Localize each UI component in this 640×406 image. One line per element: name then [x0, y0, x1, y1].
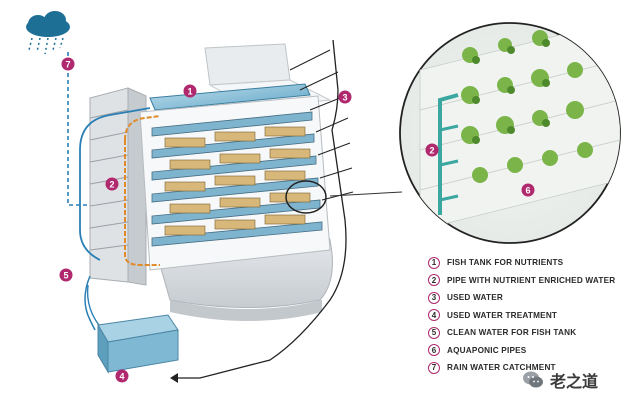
watermark-text: 老之道: [550, 372, 599, 391]
legend-item: 5 CLEAN WATER FOR FISH TANK: [428, 324, 638, 342]
legend-label: AQUAPONIC PIPES: [447, 345, 527, 355]
water-treatment-tank: [97, 314, 179, 374]
legend-item: 7 RAIN WATER CATCHMENT: [428, 359, 638, 377]
marker-2-label: 2: [109, 180, 114, 190]
rain-catchment-line: [67, 52, 98, 206]
clean-water-return: [86, 284, 104, 331]
base-edge: [170, 300, 322, 321]
legend-label: USED WATER TREATMENT: [447, 310, 558, 320]
marker-1-label: 1: [187, 87, 192, 97]
marker-4-label: 4: [119, 372, 124, 382]
legend-number: 3: [428, 291, 440, 304]
legend-label: CLEAN WATER FOR FISH TANK: [447, 328, 577, 338]
marker-2-zoom-label: 2: [429, 146, 434, 156]
watermark: 老之道: [522, 368, 598, 392]
marker-7-label: 7: [65, 60, 70, 70]
planting-shelves: [139, 95, 331, 271]
zoom-connector: [329, 191, 403, 197]
marker-6-label: 6: [525, 186, 530, 196]
legend-label: USED WATER: [447, 293, 503, 303]
marker-2: 2: [105, 177, 119, 191]
roof-volume: [204, 43, 291, 86]
zoom-detail: [399, 22, 621, 244]
wechat-icon: [523, 371, 543, 388]
marker-3-label: 3: [342, 93, 347, 103]
used-water-arrow-icon: [170, 373, 178, 383]
used-water-line: [178, 39, 347, 379]
legend-item: 3 USED WATER: [428, 289, 638, 307]
rain-cloud-icon: [26, 11, 70, 55]
fish-tank: [149, 83, 311, 111]
marker-4: 4: [115, 369, 129, 383]
legend-label: RAIN WATER CATCHMENT: [447, 363, 556, 373]
nutrient-pipe-top: [124, 115, 161, 141]
marker-7: 7: [61, 57, 75, 71]
legend-item: 6 AQUAPONIC PIPES: [428, 342, 638, 360]
legend: 1 FISH TANK FOR NUTRIENTS 2 PIPE WITH NU…: [428, 254, 638, 377]
legend-number: 4: [428, 309, 440, 322]
marker-6: 6: [521, 183, 535, 197]
legend-item: 4 USED WATER TREATMENT: [428, 307, 638, 325]
legend-number: 6: [428, 344, 440, 357]
legend-number: 2: [428, 274, 440, 287]
marker-2-zoom: 2: [425, 143, 439, 157]
legend-number: 1: [428, 256, 440, 269]
marker-5-label: 5: [63, 271, 68, 281]
zoom-focus-ring: [285, 180, 327, 214]
marker-1: 1: [183, 84, 197, 98]
legend-item: 1 FISH TANK FOR NUTRIENTS: [428, 254, 638, 272]
legend-number: 7: [428, 361, 440, 374]
legend-label: PIPE WITH NUTRIENT ENRICHED WATER: [447, 275, 616, 285]
nutrient-pipe-orange: [124, 140, 160, 266]
legend-number: 5: [428, 326, 440, 339]
zoom-teal-pipe: [438, 93, 459, 215]
clean-water-line: [84, 275, 96, 331]
marker-5: 5: [59, 268, 73, 282]
legend-label: FISH TANK FOR NUTRIENTS: [447, 258, 564, 268]
marker-3: 3: [338, 90, 352, 104]
legend-item: 2 PIPE WITH NUTRIENT ENRICHED WATER: [428, 272, 638, 290]
nutrient-pipe-blue: [79, 107, 151, 261]
